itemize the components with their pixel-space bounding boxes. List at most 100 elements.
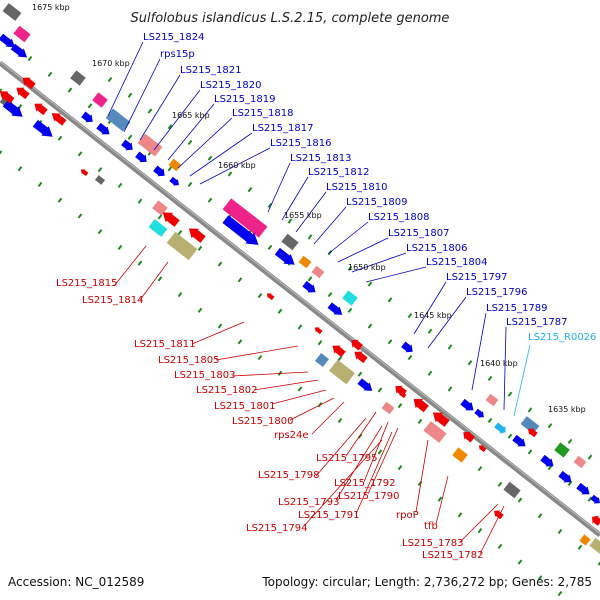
tick-mark: [557, 590, 563, 597]
reverse-gene-arrow: [314, 327, 323, 335]
tick-mark: [567, 438, 573, 444]
forward-gene-label: LS215_1820: [200, 80, 261, 91]
forward-leader-line: [327, 221, 369, 255]
reverse-gene-arrow: [332, 345, 346, 358]
forward-leader-line: [267, 162, 291, 213]
tick-mark: [347, 265, 353, 271]
reverse-gene-label: LS215_1803: [174, 370, 235, 381]
reverse-gene-label: LS215_1800: [232, 416, 293, 427]
tick-mark: [517, 559, 523, 565]
rna-gene-label: LS215_R0026: [528, 332, 596, 343]
rna-gene-arrow: [494, 422, 506, 434]
tick-mark: [527, 407, 533, 413]
forward-gene-label: LS215_1809: [346, 197, 407, 208]
cog-feature-block: [311, 265, 325, 279]
tick-mark: [257, 292, 263, 299]
genome-backbone-highlight: [0, 61, 600, 534]
reverse-leader-line: [303, 439, 383, 527]
reverse-gene-label: LS215_1794: [246, 523, 307, 534]
cog-feature-block: [329, 359, 355, 385]
tick-mark: [347, 307, 353, 313]
reverse-leader-line: [459, 503, 499, 543]
kbp-scale-label: 1645 kbp: [414, 311, 452, 320]
cog-feature-block: [452, 447, 468, 463]
tick-mark: [547, 465, 553, 471]
forward-leader-line: [413, 281, 447, 335]
forward-leader-line: [177, 117, 233, 169]
tick-mark: [477, 528, 483, 534]
tick-mark: [297, 324, 303, 330]
tick-mark: [497, 481, 503, 487]
cog-feature-block: [342, 290, 358, 306]
topology-summary: Topology: circular; Length: 2,736,272 bp…: [261, 575, 592, 589]
reverse-gene-arrow: [80, 169, 89, 177]
cog-feature-block: [554, 442, 570, 458]
cog-feature-block: [423, 421, 447, 443]
forward-gene-arrow: [401, 341, 413, 353]
tick-mark: [77, 213, 83, 219]
forward-gene-label: rps15p: [160, 49, 195, 60]
tick-mark: [87, 103, 93, 109]
reverse-gene-arrow: [478, 445, 487, 453]
cog-feature-block: [166, 231, 198, 261]
forward-gene-arrow: [96, 122, 110, 135]
forward-leader-line: [139, 74, 181, 141]
tick-mark: [277, 308, 283, 314]
tick-mark: [307, 276, 313, 282]
accession-text: Accession: NC_012589: [8, 575, 144, 589]
tick-mark: [527, 449, 533, 455]
tick-mark: [397, 403, 403, 409]
tick-mark: [407, 312, 413, 319]
forward-gene-arrow: [576, 482, 590, 495]
tick-mark: [407, 354, 413, 361]
cog-feature-block: [503, 481, 521, 499]
forward-gene-arrow: [2, 99, 23, 117]
reverse-gene-label: LS215_1798: [258, 470, 319, 481]
forward-leader-line: [153, 89, 201, 151]
cog-feature-block: [2, 3, 22, 21]
tick-mark: [457, 512, 463, 518]
tick-mark: [77, 151, 83, 157]
tick-mark: [217, 323, 223, 329]
tick-mark: [177, 292, 183, 298]
cog-feature-block: [573, 455, 587, 469]
tick-mark: [427, 328, 433, 334]
tick-mark: [307, 234, 313, 240]
forward-leader-line: [107, 41, 144, 117]
tick-mark: [387, 339, 393, 345]
reverse-leader-line: [253, 379, 319, 391]
forward-gene-arrow: [302, 280, 316, 293]
reverse-gene-arrow: [413, 398, 429, 413]
reverse-gene-label: LS215_1805: [158, 355, 219, 366]
tick-mark: [227, 171, 233, 177]
tick-mark: [157, 214, 163, 220]
reverse-gene-label: tfb: [424, 521, 438, 532]
tick-mark: [487, 417, 493, 424]
forward-leader-line: [351, 252, 407, 273]
reverse-gene-label: LS215_1790: [338, 491, 399, 502]
cog-feature-block: [148, 219, 168, 237]
tick-mark: [387, 297, 393, 303]
reverse-leader-line: [415, 439, 429, 513]
tick-mark: [27, 56, 33, 62]
kbp-scale-label: 1640 kbp: [480, 359, 518, 368]
tick-mark: [537, 513, 543, 519]
reverse-gene-label: LS215_1783: [402, 538, 463, 549]
forward-gene-arrow: [222, 215, 259, 245]
reverse-gene-arrow: [463, 431, 475, 443]
kbp-scale-label: 1660 kbp: [218, 161, 256, 170]
tick-mark: [197, 307, 203, 313]
cog-feature-block: [381, 401, 395, 415]
cog-feature-block: [298, 255, 312, 269]
tick-mark: [97, 229, 103, 235]
reverse-leader-line: [363, 421, 389, 483]
forward-gene-arrow: [169, 176, 179, 186]
tick-mark: [0, 88, 3, 94]
reverse-leader-line: [191, 321, 245, 345]
forward-gene-label: LS215_1787: [506, 317, 567, 328]
reverse-leader-line: [139, 261, 169, 301]
tick-mark: [107, 76, 113, 83]
forward-gene-label: LS215_1810: [326, 182, 387, 193]
cog-feature-block: [152, 200, 168, 216]
kbp-scale-label: 1670 kbp: [92, 59, 130, 68]
